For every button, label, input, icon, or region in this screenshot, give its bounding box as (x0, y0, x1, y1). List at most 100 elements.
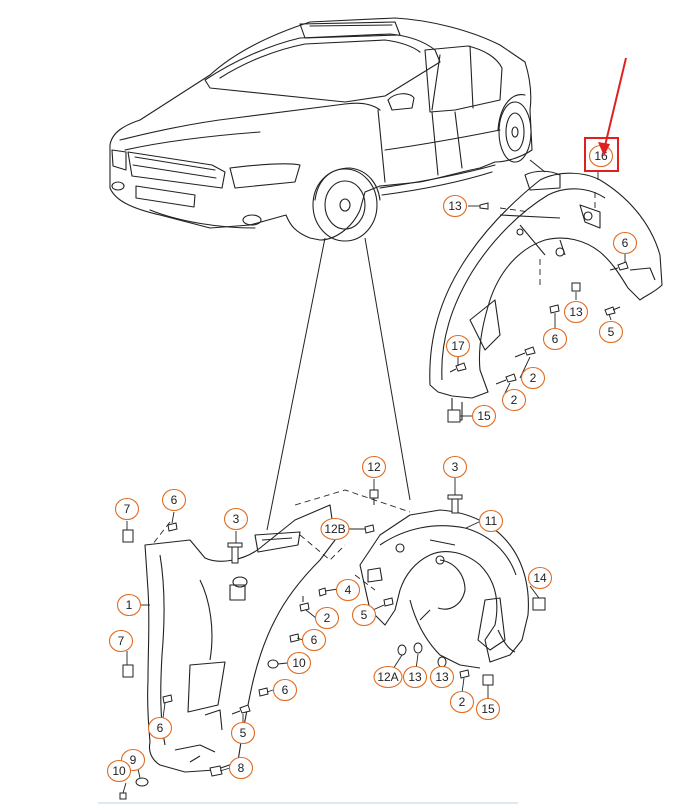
callout-number: 12A (377, 670, 398, 684)
callout-6: 6 (301, 628, 327, 652)
callout-13: 13 (563, 300, 589, 324)
callout-number: 2 (511, 393, 518, 407)
callout-2: 2 (520, 366, 546, 390)
callout-number: 8 (238, 761, 245, 775)
callout-5: 5 (598, 320, 624, 344)
callout-ring (108, 629, 134, 653)
callout-ring (402, 665, 428, 689)
callout-number: 12 (367, 460, 381, 474)
callout-8: 8 (228, 756, 254, 780)
callout-ring (501, 388, 527, 412)
callout-5: 5 (230, 721, 256, 745)
callout-number: 10 (292, 656, 306, 670)
callout-11: 11 (478, 509, 504, 533)
callout-ring (442, 194, 468, 218)
callout-ring (361, 455, 387, 479)
highlight-arrowhead (598, 142, 610, 156)
callout-12: 12 (361, 455, 387, 479)
callout-12B: 12B (320, 517, 350, 541)
callout-number: 11 (485, 514, 498, 528)
callout-2: 2 (449, 690, 475, 714)
callout-ring (116, 593, 142, 617)
callout-ring (612, 231, 638, 255)
callout-ring (598, 320, 624, 344)
callout-ring (114, 497, 140, 521)
callout-ring (442, 455, 468, 479)
callout-ring (471, 404, 497, 428)
callout-ring (320, 517, 350, 541)
callout-number: 6 (622, 236, 629, 250)
callout-number: 7 (124, 502, 131, 516)
callout-leaders (122, 170, 626, 794)
callout-ring (301, 628, 327, 652)
callout-2: 2 (314, 606, 340, 630)
callout-number: 6 (552, 332, 559, 346)
callout-number: 13 (435, 670, 449, 684)
callout-10: 10 (106, 759, 132, 783)
callout-number: 6 (171, 493, 178, 507)
callout-13: 13 (442, 194, 468, 218)
callout-ring (161, 488, 187, 512)
callout-number: 1 (126, 598, 133, 612)
callout-number: 5 (361, 608, 368, 622)
callout-ring (230, 721, 256, 745)
callout-number: 13 (408, 670, 422, 684)
callout-13: 13 (429, 665, 455, 689)
callout-2: 2 (501, 388, 527, 412)
callout-1: 1 (116, 593, 142, 617)
callout-number: 17 (451, 339, 465, 353)
callout-10: 10 (286, 651, 312, 675)
car-illustration (109, 17, 533, 242)
callout-ring (563, 300, 589, 324)
callout-ring (542, 327, 568, 351)
callout-6: 6 (161, 488, 187, 512)
callout-3: 3 (223, 507, 249, 531)
callout-ring (478, 509, 504, 533)
callout-number: 2 (530, 371, 537, 385)
callout-number: 6 (311, 633, 318, 647)
callout-6: 6 (272, 678, 298, 702)
callout-14: 14 (527, 566, 553, 590)
callout-ring (449, 690, 475, 714)
callout-ring (445, 334, 471, 358)
callout-ring (520, 366, 546, 390)
rear-wheel-housing-liner (429, 170, 663, 421)
callout-number: 2 (324, 611, 331, 625)
callout-number: 6 (157, 721, 164, 735)
callout-number: 12B (324, 522, 345, 536)
callout-number: 5 (608, 325, 615, 339)
callout-number: 5 (240, 726, 247, 740)
callout-ring (527, 566, 553, 590)
callout-3: 3 (442, 455, 468, 479)
callout-number: 15 (477, 409, 491, 423)
callout-number: 15 (481, 702, 495, 716)
callout-number: 14 (533, 571, 547, 585)
callout-ring (106, 759, 132, 783)
dashed-relation-lines (151, 192, 596, 591)
highlight-arrow (603, 57, 627, 151)
callout-number: 13 (569, 305, 583, 319)
callout-6: 6 (612, 231, 638, 255)
callout-6: 6 (147, 716, 173, 740)
callout-number: 6 (282, 683, 289, 697)
front-wheel-housing-liner-left (144, 504, 336, 773)
callout-number: 13 (448, 199, 462, 213)
callout-12A: 12A (373, 665, 403, 689)
callout-number: 3 (452, 460, 459, 474)
callout-number: 9 (130, 753, 137, 767)
callout-7: 7 (108, 629, 134, 653)
callout-15: 15 (471, 404, 497, 428)
callout-number: 2 (459, 695, 466, 709)
callout-ring (314, 606, 340, 630)
callout-number: 10 (112, 764, 126, 778)
highlight-annotation (584, 57, 627, 172)
callout-6: 6 (542, 327, 568, 351)
callout-ring (429, 665, 455, 689)
callout-7: 7 (114, 497, 140, 521)
leader-lines (266, 159, 546, 531)
callout-ring (475, 697, 501, 721)
callout-13: 13 (402, 665, 428, 689)
callout-ring (228, 756, 254, 780)
